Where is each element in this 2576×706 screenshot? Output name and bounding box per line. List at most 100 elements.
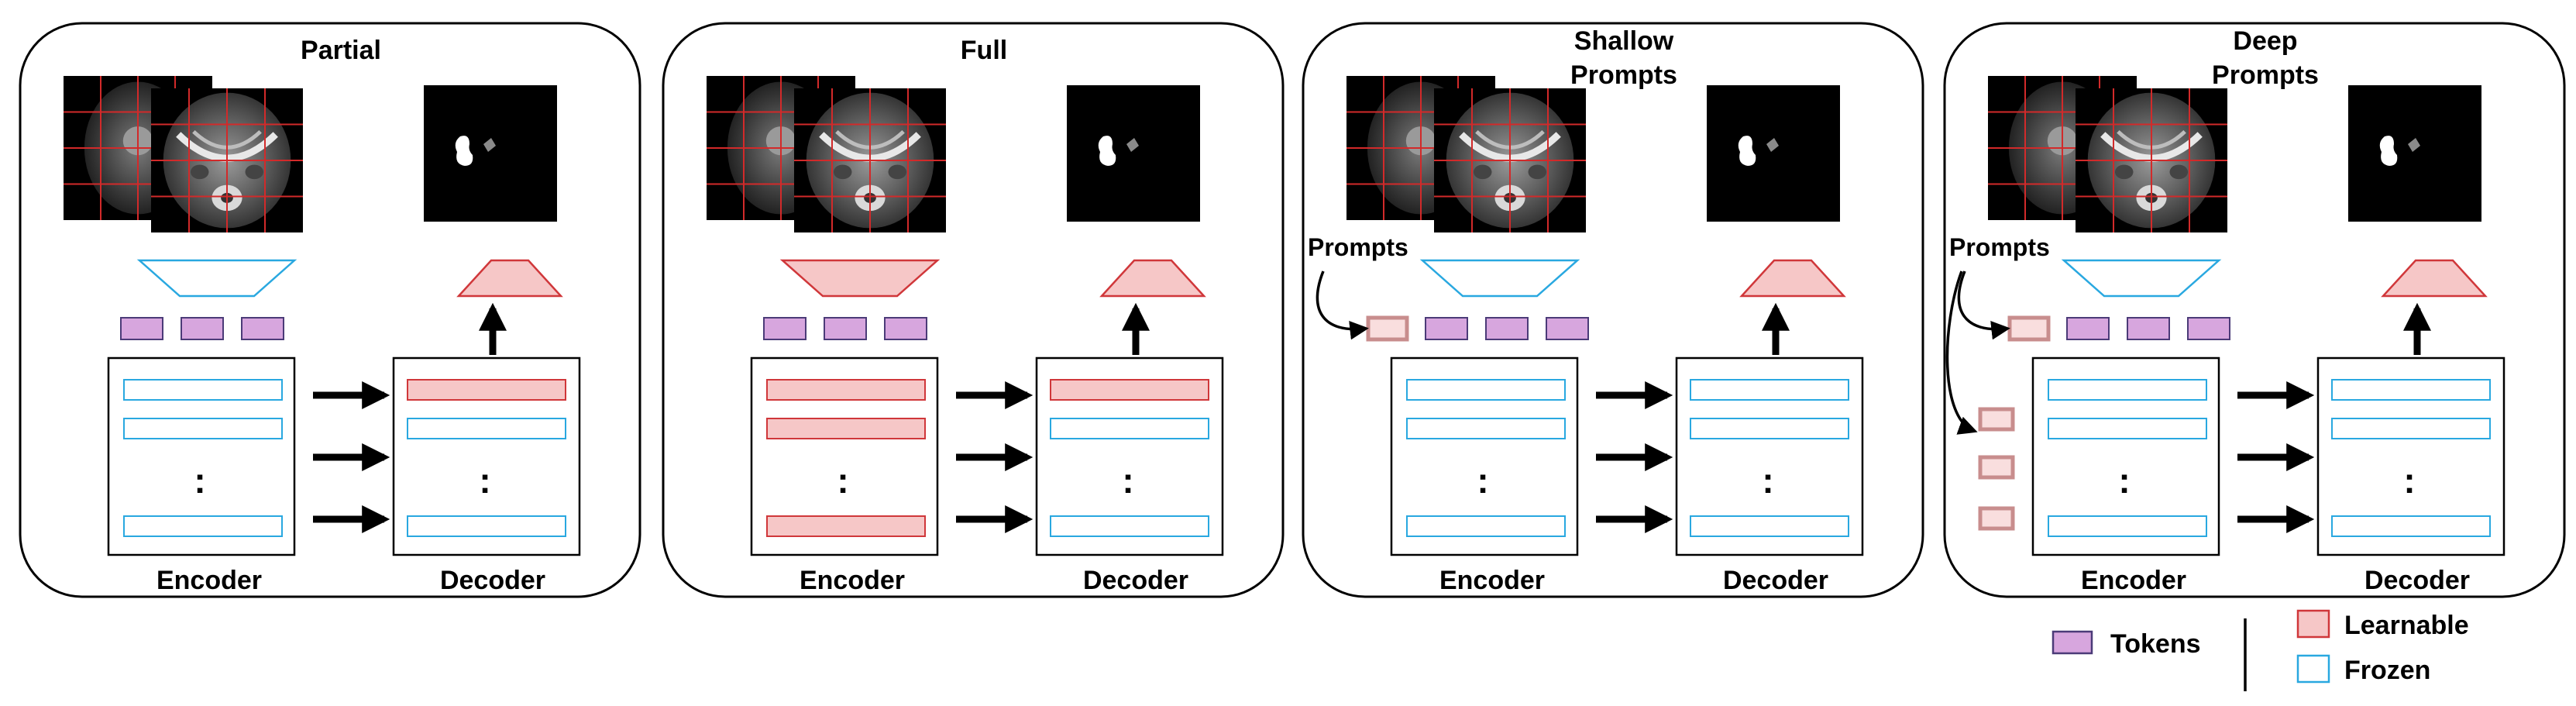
mask-region-white [1098,136,1116,166]
panel-title-line1: Deep [2233,26,2297,56]
deep-prompt-arrow [1945,270,1978,435]
decoder-label: Decoder [440,566,545,595]
decoder-layer [407,379,566,401]
ct-dark-right [1528,164,1547,180]
encoder-layer [123,515,283,537]
decoder-ellipsis: : [2403,460,2415,501]
encoder-ellipsis: : [194,460,205,501]
mask-bg [424,85,557,222]
legend-token-label: Tokens [2110,629,2201,659]
prompt-token [2007,315,2051,342]
decoder-ellipsis: : [1762,460,1773,501]
token [120,317,163,340]
deep-prompt-token [1978,407,2015,432]
ct-input-stack [1988,76,2227,232]
legend-learnable-label: Learnable [2344,611,2469,640]
token [2127,317,2170,340]
panel-title-line1: Shallow [1574,26,1674,56]
mask-region-gray [1766,138,1779,152]
segmentation-output [424,85,557,222]
legend-frozen-swatch [2296,654,2330,684]
panel-title: Partial [301,36,381,65]
token [241,317,284,340]
decoder-layer [1050,515,1209,537]
ct-dark-right [245,164,264,180]
prompts-label: Prompts [1949,233,2050,261]
encoder-ellipsis: : [837,460,848,501]
segmentation-output [1067,85,1200,222]
mask-region-gray [483,138,496,152]
legend-learnable-swatch [2296,609,2330,639]
decoder-layer [1050,418,1209,439]
decoder-upsample-block [1099,259,1206,298]
encoder-ellipsis: : [2118,460,2130,501]
panel-title-line2: Prompts [2212,60,2319,90]
token [2187,317,2230,340]
encoder-layer [1406,418,1566,439]
ct-dark-right [888,164,907,180]
decoder-upsample-block [2381,259,2488,298]
token [763,317,807,340]
decoder-layer [2331,379,2491,401]
mask-bg [2348,85,2481,222]
mask-region-white [455,136,473,166]
panel-title: Full [961,36,1007,65]
prompt-token [1366,315,1409,342]
legend-frozen-label: Frozen [2344,656,2430,685]
decoder-upsample-block [1739,259,1846,298]
encoder-ellipsis: : [1477,460,1488,501]
decoder-layer [2331,515,2491,537]
encoder-downsample-block [2061,259,2222,298]
encoder-label: Encoder [800,566,905,595]
mask-region-gray [1126,138,1139,152]
segmentation-output [1707,85,1840,222]
prompt-arrow [1316,270,1369,340]
encoder-layer [2048,379,2207,401]
prompts-label: Prompts [1308,233,1408,261]
encoder-label: Encoder [156,566,262,595]
encoder-downsample-block [1419,259,1580,298]
deep-prompt-token [1978,455,2015,480]
segmentation-output [2348,85,2481,222]
decoder-ellipsis: : [1122,460,1133,501]
token [181,317,224,340]
token [2066,317,2110,340]
deep-prompt-token [1978,506,2015,531]
encoder-layer [1406,515,1566,537]
encoder-layer [766,379,926,401]
decoder-layer [1050,379,1209,401]
token [824,317,867,340]
decoder-layer [2331,418,2491,439]
ct-input-stack [1346,76,1586,232]
ct-dark-left [2114,164,2134,180]
ct-input-stack [707,76,946,232]
decoder-label: Decoder [1083,566,1188,595]
mask-region-gray [2408,138,2420,152]
token [1546,317,1589,340]
encoder-layer [123,379,283,401]
prompt-arrow [1957,270,2010,340]
decoder-layer [1690,418,1849,439]
encoder-label: Encoder [1439,566,1545,595]
ct-dark-left [1473,164,1492,180]
decoder-layer [1690,515,1849,537]
encoder-layer [123,418,283,439]
encoder-downsample-block [136,259,297,298]
mask-region-white [1738,136,1756,166]
token [884,317,927,340]
panel-title-line2: Prompts [1570,60,1677,90]
decoder-layer [407,418,566,439]
encoder-layer [766,418,926,439]
encoder-layer [2048,515,2207,537]
encoder-label: Encoder [2081,566,2186,595]
encoder-downsample-block [779,259,941,298]
ct-dark-left [833,164,852,180]
encoder-layer [766,515,926,537]
ct-dark-right [2169,164,2189,180]
